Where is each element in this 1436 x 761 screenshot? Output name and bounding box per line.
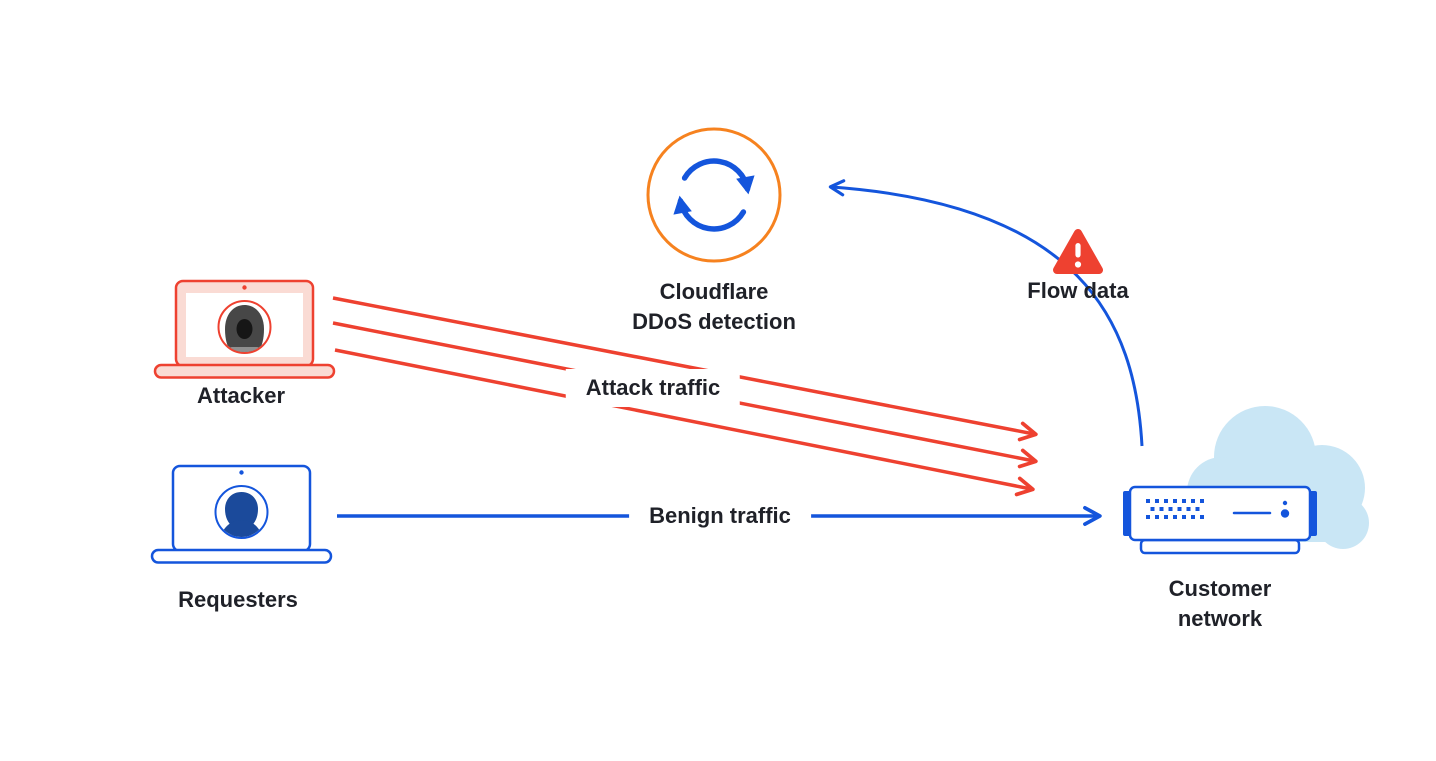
benign-traffic-label: Benign traffic (629, 497, 811, 535)
flow-data-arrow (828, 179, 1144, 447)
customer-network-label: Customer network (1169, 574, 1272, 634)
requesters-label: Requesters (178, 587, 298, 612)
flow-data-label: Flow data (1027, 278, 1129, 303)
sync-cycle-icon (646, 127, 782, 263)
attacker-label: Attacker (196, 383, 286, 408)
attacker-laptop-icon (153, 279, 336, 379)
ddos-detection-label-line2: DDoS detection (632, 309, 796, 334)
ddos-detection-label-line1: Cloudflare (659, 279, 769, 304)
customer-network-label-line2: network (1177, 606, 1263, 631)
hooded-attacker-avatar (225, 305, 264, 352)
attack-traffic-label: Attack traffic (565, 369, 741, 407)
ddos-detection-label: Cloudflare DDoS detection (632, 277, 796, 337)
server-icon (1123, 485, 1317, 555)
customer-network-label-line1: Customer (1168, 576, 1272, 601)
warning-triangle-icon (1053, 229, 1103, 274)
requester-laptop-icon (150, 464, 333, 564)
